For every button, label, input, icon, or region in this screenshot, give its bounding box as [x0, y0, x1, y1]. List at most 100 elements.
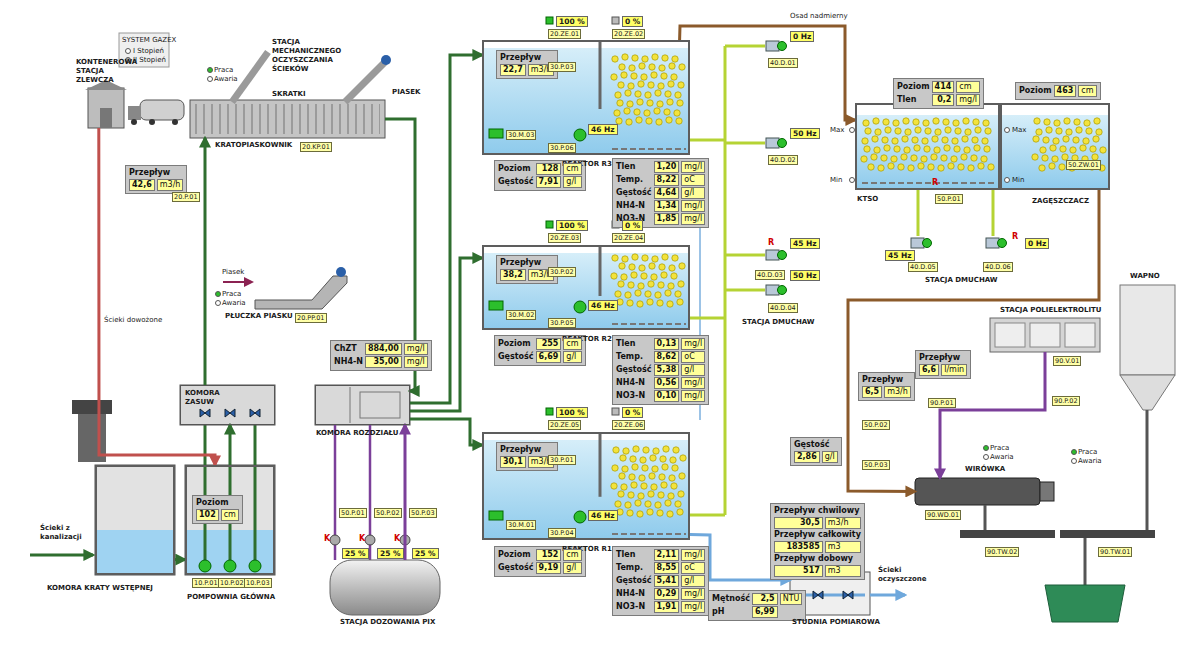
drawn-circle: [985, 128, 991, 134]
chamber-box: KOMORA ROZDZIAŁU: [315, 385, 410, 425]
panel-label: NH4-N: [616, 201, 652, 211]
panel-unit: mg/l: [681, 390, 705, 402]
drawn-circle: [668, 81, 674, 87]
drawn-circle: [962, 136, 968, 142]
drawn-circle: [891, 156, 897, 162]
drawn-rect: [360, 392, 400, 418]
caption-label: PIASEK: [392, 88, 420, 97]
panel-value: 22,7: [500, 64, 526, 76]
drawn-circle: [635, 500, 641, 506]
drawn-circle: [1076, 127, 1082, 133]
measurement-panel: Przepływ42,6m3/h: [125, 165, 187, 194]
measurement-panel: ChZT884,00mg/lNH4-N35,00mg/l: [330, 340, 432, 371]
equipment-caption: PŁUCZKA PIASKU: [225, 312, 293, 321]
drawn-circle: [617, 100, 623, 106]
drawn-circle: [646, 118, 652, 124]
pipe-connector: [410, 419, 482, 445]
drawn-circle: [883, 119, 889, 125]
panel-unit: cm: [563, 338, 581, 350]
process-tank: KOMORA KRATY WSTĘPNEJ: [95, 465, 175, 575]
drawn-circle: [895, 128, 901, 134]
panel-value: 0,10: [654, 390, 680, 402]
drawn-polygon: [1120, 375, 1175, 410]
drawn-circle: [617, 509, 623, 515]
drawn-circle: [954, 146, 960, 152]
drawn-circle: [881, 155, 887, 161]
pipe-connector: [403, 425, 406, 560]
equipment-caption: KTSO: [857, 195, 878, 204]
drawn-circle: [932, 136, 938, 142]
panel-value: 35,00: [365, 356, 402, 368]
panel-value: 5,38: [654, 364, 680, 376]
drawn-circle: [953, 120, 959, 126]
tag-label: 30.M.01: [506, 520, 536, 530]
drawn-rect: [484, 253, 688, 328]
drawn-rect: [1040, 482, 1054, 501]
drawn-line: [612, 148, 686, 150]
drawn-circle: [625, 502, 631, 508]
value-box: 100 %: [556, 407, 588, 418]
drawn-circle: [666, 117, 672, 123]
drawn-circle: [912, 137, 918, 143]
drawn-circle: [612, 56, 618, 62]
measurement-panel: Tlen2,11mg/lTemp.8,55oCGęstość5,41g/lNH4…: [612, 546, 709, 616]
drawn-circle: [208, 77, 213, 82]
equipment-caption: WIRÓWKA: [965, 465, 1005, 474]
panel-label: Poziom: [498, 339, 534, 349]
drawn-line: [254, 425, 257, 560]
equipment: STACJA DOZOWANIA PIX: [330, 560, 440, 615]
panel-unit: NTU: [780, 593, 803, 605]
drawn-line: [690, 514, 725, 517]
panel-unit: g/l: [681, 187, 705, 199]
drawn-circle: [675, 92, 681, 98]
drawn-circle: [619, 473, 625, 479]
panel-title: Gęstość: [794, 440, 838, 450]
drawn-circle: [249, 560, 261, 572]
drawn-rect: [180, 385, 275, 425]
drawn-circle: [642, 255, 648, 261]
drawn-circle: [149, 119, 155, 125]
drawn-circle: [627, 101, 633, 107]
status-letter: K: [394, 534, 400, 543]
drawn-circle: [1005, 178, 1010, 183]
drawn-circle: [619, 263, 625, 269]
tag-label: 20.ZE.02: [612, 29, 645, 39]
value-box: 25 %: [342, 548, 369, 559]
drawn-circle: [885, 127, 891, 133]
drawn-circle: [658, 492, 664, 498]
panel-value: 1,34: [654, 200, 680, 212]
drawn-circle: [1059, 164, 1065, 170]
drawn-circle: [871, 154, 877, 160]
drawn-circle: [679, 263, 685, 269]
drawn-circle: [931, 154, 937, 160]
drawn-use: [766, 285, 787, 295]
panel-label: Poziom: [498, 164, 534, 174]
drawn-circle: [958, 164, 964, 170]
panel-value: 152: [536, 549, 562, 561]
pipe-connector: [848, 190, 1099, 492]
equipment-caption: STACJA POLIELEKTROLITU: [1000, 306, 1102, 315]
drawn-circle: [618, 82, 624, 88]
equipment: PŁUCZKA PIASKU: [255, 275, 345, 309]
drawn-circle: [126, 49, 131, 54]
measurement-panel: Poziom463cm: [1015, 82, 1101, 100]
drawn-circle: [1100, 147, 1106, 153]
drawn-line: [724, 46, 727, 515]
drawn-circle: [1046, 127, 1052, 133]
tag-label: 40.D.03: [755, 270, 785, 280]
drawn-rect: [95, 465, 175, 575]
pipe-connector: [228, 425, 231, 465]
drawn-rect: [857, 115, 998, 188]
drawn-circle: [882, 137, 888, 143]
panel-value: 5,41: [654, 575, 680, 587]
drawn-circle: [862, 138, 868, 144]
drawn-circle: [921, 156, 927, 162]
tag-label: 20.KP.01: [300, 142, 332, 152]
drawn-rect: [546, 408, 553, 415]
drawn-line: [690, 139, 725, 142]
equipment-caption: KOMORA ROZDZIAŁU: [316, 429, 398, 438]
panel-unit: mg/l: [681, 338, 705, 350]
tag-label: 90.WD.01: [925, 510, 961, 520]
drawn-circle: [951, 156, 957, 162]
drawn-circle: [621, 72, 627, 78]
